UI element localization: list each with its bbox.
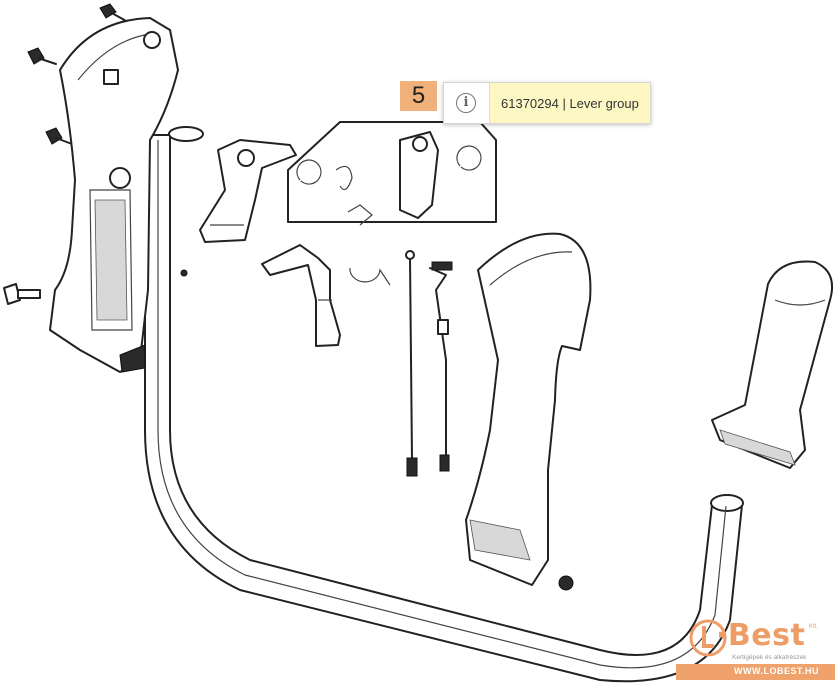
- right-handle-grip[interactable]: [465, 232, 592, 591]
- lobest-logo: ·Best Kft. Kertigépek és alkatrészek WWW…: [676, 612, 835, 690]
- throttle-trigger[interactable]: [261, 244, 341, 347]
- stop-switch-wire[interactable]: [429, 261, 453, 472]
- part-tooltip: i 61370294 | Lever group: [443, 82, 651, 124]
- lever-group-detail-box[interactable]: [287, 121, 497, 226]
- logo-wordmark: ·Best: [716, 618, 806, 653]
- logo-url[interactable]: WWW.LOBEST.HU: [734, 666, 819, 676]
- logo-suffix: Kft.: [809, 624, 819, 630]
- rubber-grip[interactable]: [711, 260, 834, 469]
- screw-mid-left[interactable]: [45, 127, 73, 145]
- logo-tagline: Kertigépek és alkatrészek: [732, 654, 807, 661]
- logo-mark-icon: [689, 619, 727, 657]
- screw-top[interactable]: [99, 3, 129, 23]
- throttle-lever-upper[interactable]: [199, 139, 297, 243]
- tooltip-icon-cell: i: [444, 83, 488, 123]
- info-icon[interactable]: i: [456, 93, 476, 113]
- callout-number[interactable]: 5: [400, 81, 437, 111]
- spring-lower[interactable]: [349, 267, 391, 286]
- tooltip-text-cell: 61370294 | Lever group: [489, 83, 650, 123]
- throttle-cable[interactable]: [405, 250, 418, 477]
- part-number-label: 61370294 | Lever group: [501, 95, 639, 111]
- screw-lower-left[interactable]: [3, 283, 41, 305]
- screw-upper-left[interactable]: [27, 47, 57, 65]
- handlebar-tube[interactable]: [144, 126, 744, 683]
- left-handle-housing[interactable]: [49, 17, 179, 373]
- logo-url-bar: [676, 664, 835, 680]
